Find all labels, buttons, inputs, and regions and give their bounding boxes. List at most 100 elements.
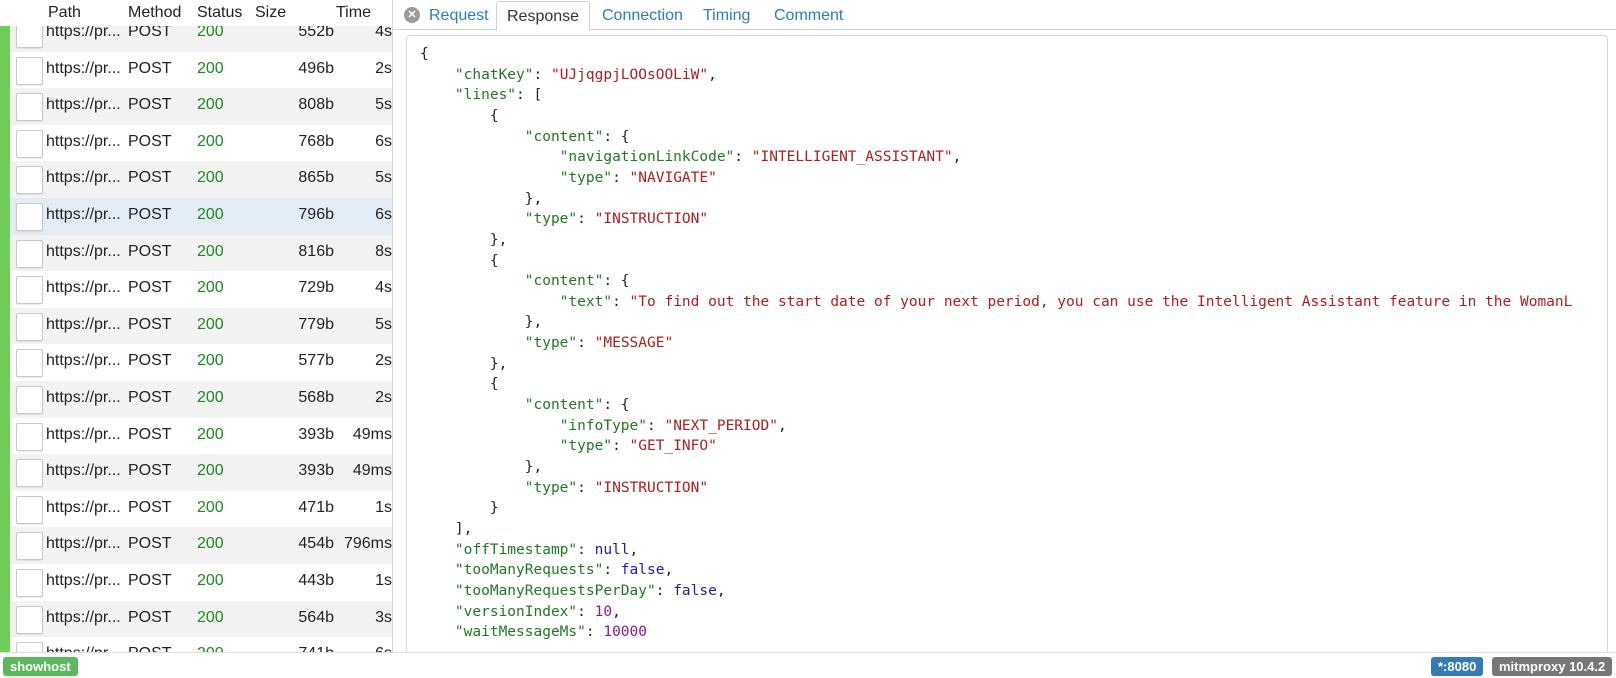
json-token: : { <box>603 397 630 414</box>
flow-path: https://pr... <box>46 279 121 297</box>
tab-comment[interactable]: Comment <box>774 7 844 24</box>
flow-method: POST <box>128 645 172 652</box>
column-header-method[interactable]: Method <box>128 4 182 21</box>
column-header-time[interactable]: Time <box>336 4 371 21</box>
flow-time: 1s <box>375 498 392 516</box>
json-token <box>420 624 455 640</box>
flow-type-icon <box>16 166 43 195</box>
json-line: "text": "To find out the start date of y… <box>420 292 1573 312</box>
tab-request[interactable]: Request <box>429 7 489 24</box>
flow-status: 200 <box>197 315 224 333</box>
flow-row[interactable]: https://pr...POST200741b6s <box>0 637 392 652</box>
flow-method: POST <box>128 59 172 77</box>
json-line: "navigationLinkCode": "INTELLIGENT_ASSIS… <box>420 147 962 167</box>
json-line: } <box>420 498 499 518</box>
json-token <box>420 129 525 145</box>
flow-size: 568b <box>298 388 334 406</box>
json-token: , <box>708 66 717 83</box>
close-icon[interactable]: ✕ <box>404 7 420 23</box>
column-header-path[interactable]: Path <box>48 4 81 21</box>
tls-indicator <box>0 527 10 564</box>
tls-indicator <box>0 344 10 381</box>
response-body-viewer[interactable]: { "chatKey": "UJjqgpjLOOsOOLiW", "lines"… <box>406 35 1608 677</box>
tab-response[interactable]: Response <box>496 1 591 31</box>
flow-path: https://pr... <box>46 23 121 40</box>
json-token <box>420 418 560 434</box>
flow-type-icon <box>16 532 43 561</box>
json-token: "GET_INFO" <box>629 438 717 455</box>
flow-method: POST <box>128 242 172 260</box>
flow-path: https://pr... <box>46 608 121 626</box>
json-token: , <box>612 603 621 620</box>
tab-timing[interactable]: Timing <box>703 7 751 24</box>
json-token: "infoType" <box>559 417 647 434</box>
flow-time: 49ms <box>352 425 392 443</box>
detail-tab-bar: ✕ Request Response Connection Timing Com… <box>393 0 1616 31</box>
json-token: "type" <box>559 438 613 455</box>
flow-type-icon <box>16 385 43 414</box>
json-token: "type" <box>524 211 578 228</box>
json-token: : <box>647 417 665 434</box>
flow-method: POST <box>128 462 172 480</box>
flow-method: POST <box>128 608 172 626</box>
column-header-size[interactable]: Size <box>255 4 287 21</box>
flow-method: POST <box>128 388 172 406</box>
flow-size: 471b <box>298 498 334 516</box>
flow-status: 200 <box>197 535 224 553</box>
json-token <box>420 583 455 599</box>
json-token: "waitMessageMs" <box>454 624 586 641</box>
flow-detail-panel: ✕ Request Response Connection Timing Com… <box>393 0 1616 677</box>
json-token: 10 <box>594 603 613 620</box>
json-token: "text" <box>559 293 613 310</box>
flow-type-icon <box>16 422 43 451</box>
json-token <box>420 397 525 413</box>
json-line: "chatKey": "UJjqgpjLOOsOOLiW", <box>420 65 717 85</box>
flow-path: https://pr... <box>46 205 121 223</box>
json-token: "type" <box>559 169 613 186</box>
json-token: { <box>420 376 499 393</box>
json-token: }, <box>420 355 508 372</box>
flow-time: 5s <box>375 315 392 333</box>
json-token: "chatKey" <box>454 66 534 83</box>
json-line: }, <box>420 457 542 477</box>
json-line: "type": "MESSAGE" <box>420 333 673 353</box>
tls-indicator <box>0 124 10 162</box>
flow-time: 5s <box>375 169 392 187</box>
showhost-badge[interactable]: showhost <box>3 657 78 676</box>
json-token: }, <box>420 190 543 207</box>
column-header-status[interactable]: Status <box>197 4 243 21</box>
json-line: "content": { <box>420 127 630 147</box>
json-token: null <box>594 541 630 558</box>
flow-type-icon <box>16 93 43 122</box>
json-token: { <box>420 252 499 269</box>
tls-indicator <box>0 307 10 345</box>
json-token: : <box>577 541 595 558</box>
flow-path: https://pr... <box>46 59 121 77</box>
json-line: "versionIndex": 10, <box>420 602 621 622</box>
flow-method: POST <box>128 535 172 553</box>
json-token: : <box>577 335 595 352</box>
flow-type-icon <box>16 349 43 378</box>
json-token: : <box>603 562 621 579</box>
flow-size: 768b <box>298 132 334 150</box>
tab-connection[interactable]: Connection <box>602 7 683 24</box>
flow-time: 796ms <box>343 535 392 553</box>
